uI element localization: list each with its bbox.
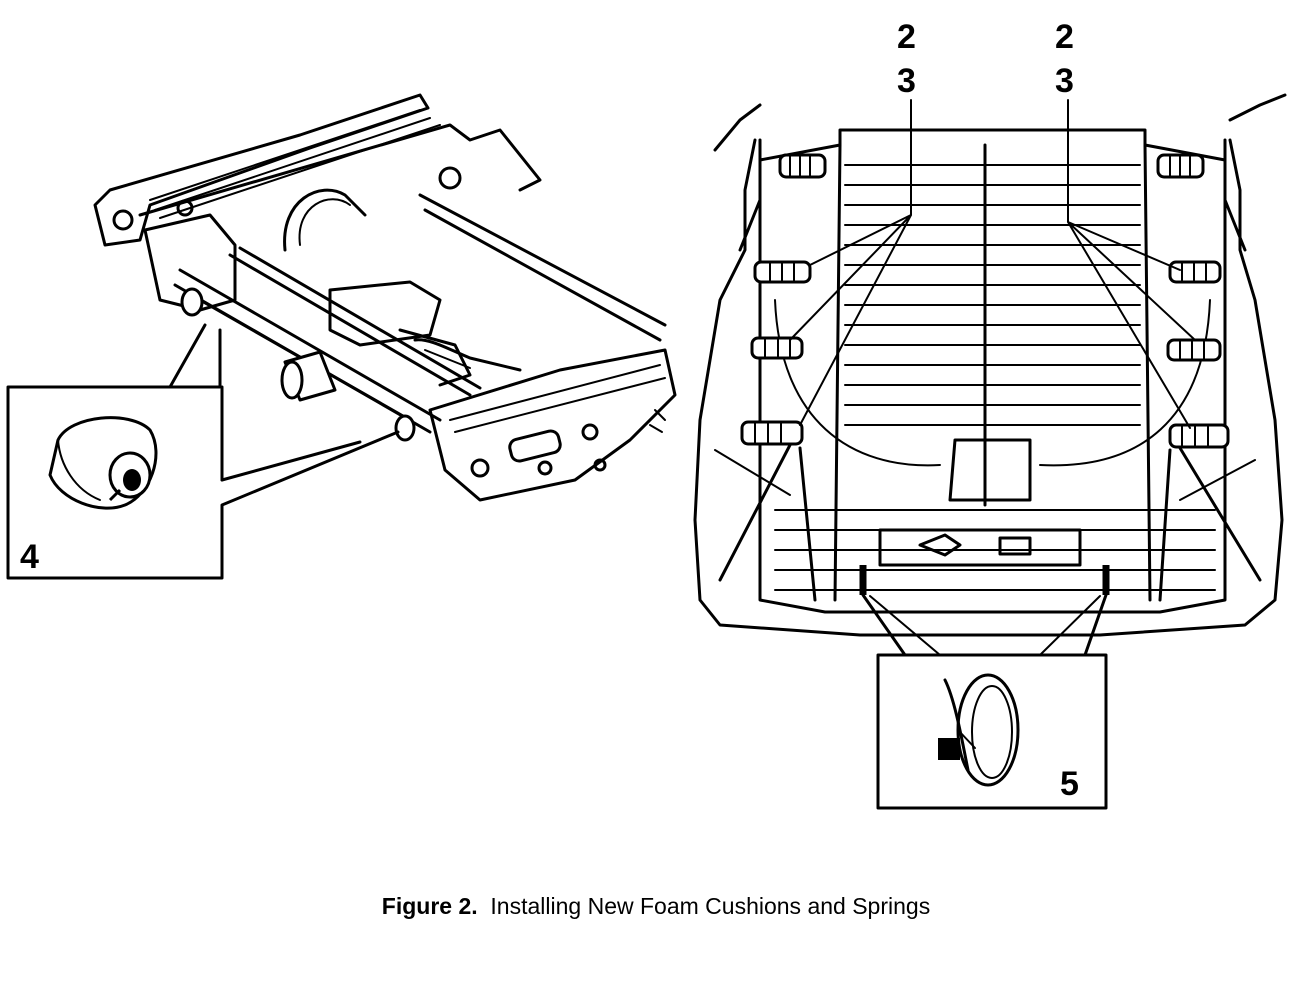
spring-right-3	[1166, 338, 1222, 362]
spring-clip-inset	[861, 593, 1108, 810]
callout-4: 4	[20, 538, 39, 576]
seat-frame-underside	[693, 93, 1287, 637]
spring-right-2	[1168, 260, 1222, 284]
foam-cushion-icon	[48, 416, 158, 510]
spring-left-top	[778, 153, 827, 179]
figure-caption: Figure 2. Installing New Foam Cushions a…	[0, 893, 1312, 920]
cable-tie-icon	[938, 673, 1020, 787]
figure-caption-label: Figure 2.	[381, 893, 478, 919]
leader-lines	[789, 99, 1196, 429]
spring-left-3	[750, 336, 804, 360]
callout-3-right: 3	[1055, 62, 1074, 100]
spring-left-2	[753, 260, 812, 284]
spring-right-top	[1156, 153, 1205, 179]
spring-left-4	[740, 420, 804, 446]
figure-caption-text: Installing New Foam Cushions and Springs	[490, 893, 931, 919]
callout-3-left: 3	[897, 62, 916, 100]
seat-track-mechanism	[93, 93, 677, 502]
foam-cushion-inset	[6, 323, 400, 580]
callout-5: 5	[1060, 765, 1079, 803]
callout-2-left: 2	[897, 18, 916, 56]
spring-right-4	[1168, 423, 1230, 449]
callout-2-right: 2	[1055, 18, 1074, 56]
